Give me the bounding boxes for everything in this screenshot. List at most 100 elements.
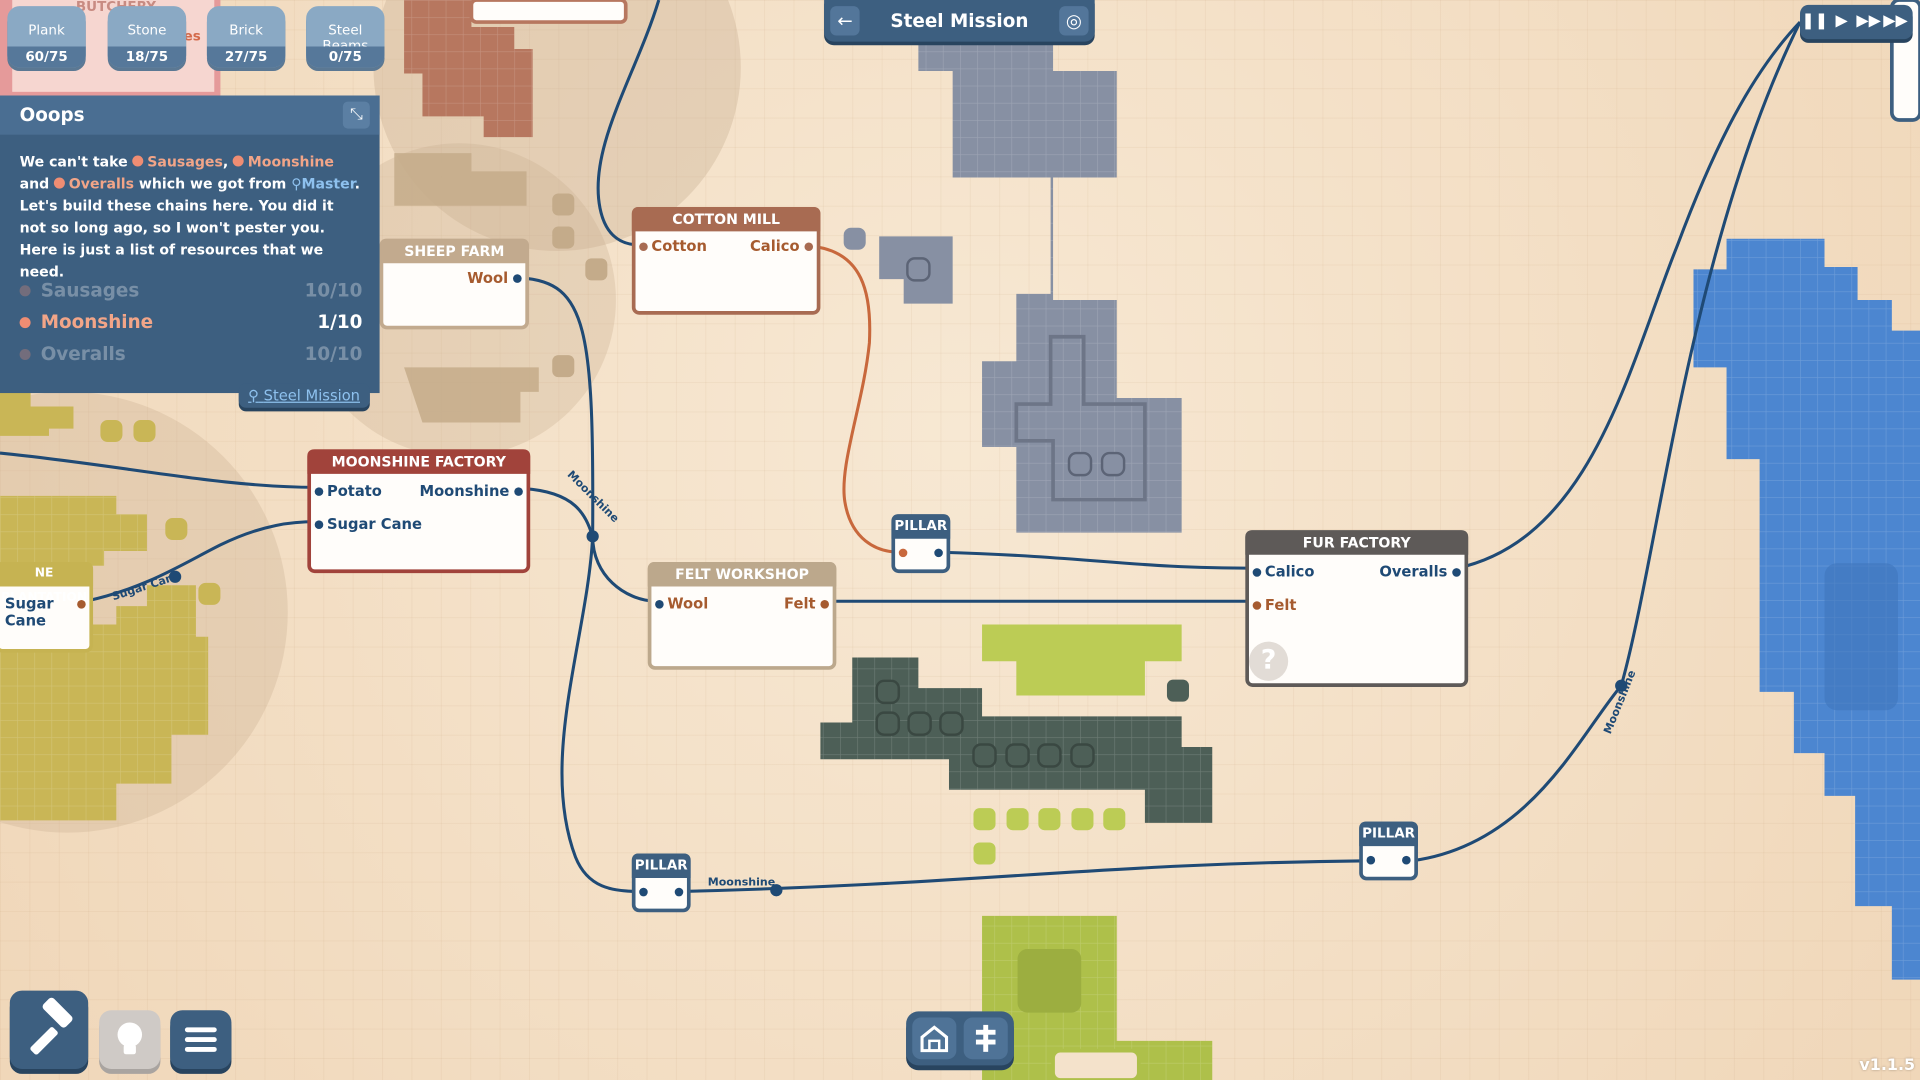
quest-resource-link[interactable]: Moonshine [247,153,335,171]
quest-resource-link[interactable]: Overalls [68,175,134,193]
output-label-felt: Felt [784,595,816,613]
building-title: SHEEP FARM [379,238,529,264]
route-label-moonshine: Moonshine [708,875,775,888]
output-port[interactable] [513,274,522,283]
output-label-moonshine: Moonshine [419,482,510,500]
requirement-sausages: Sausages 10/10 [19,279,362,303]
mission-bar: ← Steel Mission ◎ [824,0,1095,42]
sand-terrain [404,367,539,423]
input-port[interactable] [1252,601,1262,610]
quest-resource-link[interactable]: Sausages [147,153,223,171]
fur-factory-building[interactable]: FUR FACTORY Calico Felt Overalls ? [1245,530,1469,687]
pillar-title: PILLAR [631,853,691,878]
resource-chip-brick[interactable]: Brick 27/75 [206,6,286,68]
back-arrow-icon[interactable]: ← [830,6,860,36]
building-title: MOONSHINE FACTORY [307,449,531,474]
pause-icon[interactable]: ❚❚ [1801,12,1829,31]
output-label-wool: Wool [467,269,509,287]
building-partial [469,0,628,24]
resource-dot-icon [233,155,245,167]
location-pin-icon: ⚲ [291,175,302,193]
quest-title: Ooops [0,95,380,135]
lightbulb-icon [117,1022,143,1055]
output-port[interactable] [1452,568,1461,577]
pillar[interactable]: PILLAR [891,514,951,574]
output-label-sugar-cane: Sugar Cane [4,595,54,630]
quest-text: We can't take Sausages, Moonshine and Ov… [19,153,361,281]
resource-dot-icon [19,317,31,329]
resource-chip-stone[interactable]: Stone 18/75 [107,6,187,68]
resource-count: 18/75 [107,46,187,68]
output-port[interactable] [804,242,814,252]
route-junction[interactable] [1615,679,1628,692]
cotton-mill-building[interactable]: COTTON MILL Cotton Calico [631,206,821,315]
hint-button[interactable] [99,1010,161,1069]
route-junction[interactable] [168,570,182,583]
output-port[interactable] [77,600,86,609]
felt-workshop-building[interactable]: FELT WORKSHOP Wool Felt [647,562,837,670]
pillar-tool-button[interactable] [963,1017,1008,1060]
plantation-building[interactable]: NE PLANTATION Sugar Cane [0,562,94,653]
moonshine-factory-building[interactable]: MOONSHINE FACTORY Potato Sugar Cane Moon… [307,449,531,574]
pillar[interactable]: PILLAR [631,853,691,913]
input-port[interactable] [314,520,324,529]
menu-button[interactable] [170,1010,232,1069]
output-label-calico: Calico [750,237,800,255]
quest-panel: Ooops ⤡ We can't take Sausages, Moonshin… [0,95,380,408]
version-label: v1.1.5 [1859,1056,1916,1076]
input-port[interactable] [639,242,648,252]
resource-count: 60/75 [7,46,86,68]
input-label-wool: Wool [667,595,709,613]
input-port[interactable] [314,487,324,496]
calico-route[interactable] [810,244,901,554]
resource-dot-icon [54,177,66,189]
compass-icon[interactable]: ◎ [1059,6,1089,36]
pillar-title: PILLAR [891,514,951,539]
fast-forward-icon[interactable]: ▶▶ [1856,12,1881,31]
input-label-cotton: Cotton [651,237,707,255]
pillar-title: PILLAR [1359,821,1418,847]
transport-routes[interactable] [0,0,1802,893]
input-port[interactable] [655,600,664,609]
location-pin-icon: ⚲ [248,386,259,405]
sand-terrain [394,153,527,206]
sheep-farm-building[interactable]: SHEEP FARM Wool [379,238,529,330]
building-title: FELT WORKSHOP [647,562,837,587]
resource-chip-steel-beams[interactable]: Steel Beams 0/75 [306,6,385,68]
input-label-calico: Calico [1264,563,1315,581]
building-title: FUR FACTORY [1245,530,1469,555]
input-label-felt: Felt [1264,596,1297,614]
resource-name: Brick [229,22,263,38]
quest-source-link[interactable]: Master [301,175,355,193]
resource-count: 0/75 [306,46,385,68]
play-icon[interactable]: ▶ [1835,12,1848,31]
speed-controls: ❚❚ ▶ ▶▶ ▶▶ [1800,4,1913,40]
resource-dot-icon [19,285,31,297]
steel-mission-link[interactable]: ⚲ Steel Mission [238,383,370,408]
help-icon[interactable]: ? [1248,641,1289,681]
pillar[interactable]: PILLAR [1359,821,1418,881]
resource-dot-icon [132,155,144,167]
building-title: COTTON MILL [631,206,821,232]
route-junction[interactable] [586,530,599,543]
build-button[interactable] [9,990,89,1069]
input-port[interactable] [1252,568,1262,577]
fastest-forward-icon[interactable]: ▶▶ [1883,12,1908,31]
building-tools-bar [906,1011,1014,1066]
resource-chip-plank[interactable]: Plank 60/75 [7,6,86,68]
output-label-overalls: Overalls [1379,563,1448,581]
output-port[interactable] [820,600,829,609]
requirement-moonshine: Moonshine 1/10 [19,311,362,335]
resource-name: Stone [127,22,167,38]
hamburger-menu-icon [184,1027,217,1052]
resource-dot-icon [19,348,31,361]
input-label-potato: Potato [326,482,382,500]
input-label-sugar-cane: Sugar Cane [326,515,422,533]
building-title: NE PLANTATION [0,562,94,605]
collapse-icon[interactable]: ⤡ [342,101,370,129]
warehouse-button[interactable] [912,1017,957,1060]
route-junction[interactable] [770,884,783,897]
grass-terrain [982,624,1182,696]
output-port[interactable] [514,487,523,496]
